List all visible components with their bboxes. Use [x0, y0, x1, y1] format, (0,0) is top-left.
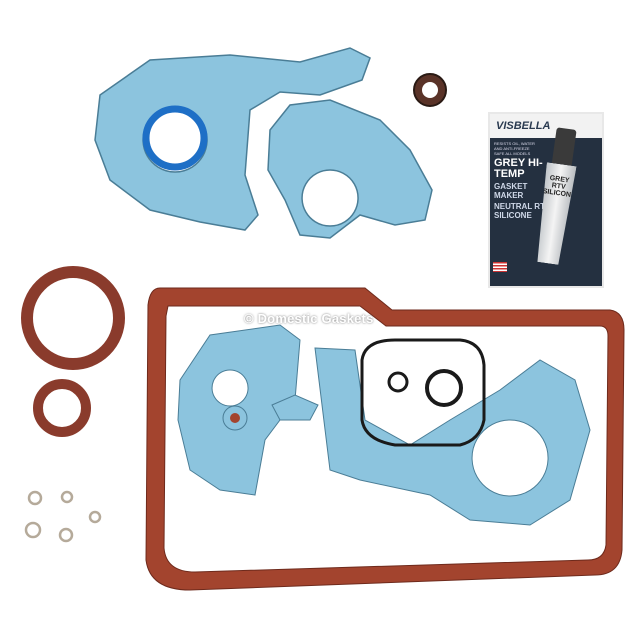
- tube-cap: [551, 127, 577, 166]
- medium-o-ring: [425, 369, 463, 407]
- water-pump-gasket: [267, 99, 433, 239]
- thermostat-gasket: [271, 394, 319, 421]
- package-subtitle-2: NEUTRAL RTV SILICONE: [494, 202, 551, 220]
- small-o-ring: [387, 371, 409, 393]
- package-title: GREY HI-TEMP: [494, 157, 543, 180]
- us-flag-icon: [493, 262, 507, 272]
- seal-bore: [422, 82, 438, 98]
- watermark: © Domestic Gaskets: [244, 311, 374, 326]
- oil-pan-gasket: [145, 287, 625, 591]
- package-subtitle-1: GASKET MAKER: [494, 182, 528, 200]
- crank-o-ring: [142, 105, 208, 171]
- rear-main-seal: [21, 266, 125, 370]
- small-round-gasket-hole: [230, 413, 240, 423]
- package-brand: VISBELLA: [490, 114, 602, 138]
- oil-pump-o-ring-gasket: [360, 338, 486, 447]
- package-small-print: RESISTS OIL, WATER AND ANTI-FREEZE SAFE …: [494, 141, 535, 156]
- sealing-washers: [24, 490, 102, 543]
- front-crank-seal: [33, 379, 91, 437]
- water-pump-inner-gasket: [314, 347, 591, 526]
